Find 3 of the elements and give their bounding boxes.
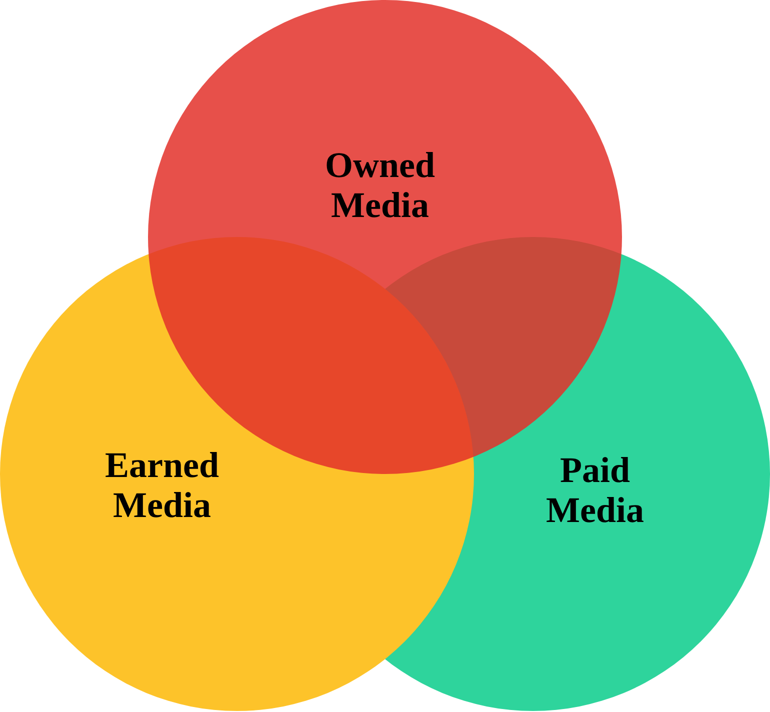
circle-label: Owned Media xyxy=(324,145,436,225)
circle-label: Paid Media xyxy=(545,450,645,530)
circle-label: Earned Media xyxy=(104,445,220,525)
